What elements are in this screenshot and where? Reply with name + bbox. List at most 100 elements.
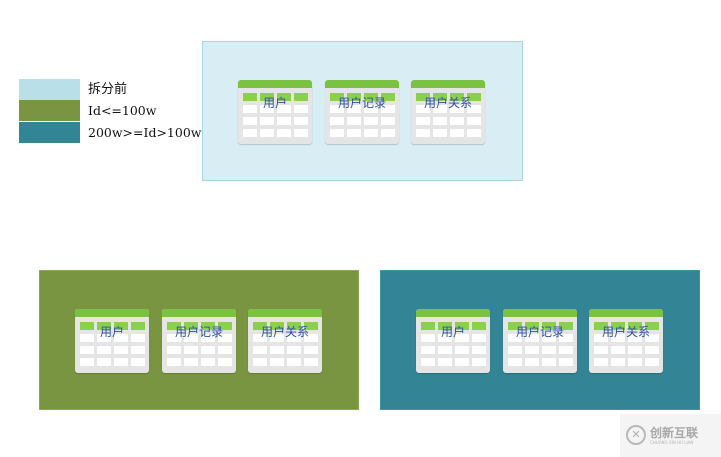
table-header-cell: [472, 322, 486, 330]
table-cell: [80, 358, 94, 366]
table-header-cell: [114, 322, 128, 330]
watermark-subtext: CHUANG XIN HU LIAN: [650, 440, 694, 445]
table-cell: [421, 358, 435, 366]
table-cell: [287, 334, 301, 342]
table-header-cell: [381, 93, 395, 101]
table-cell: [628, 358, 642, 366]
table-label: 用户: [440, 325, 465, 339]
group-shard-1: 用户 用户记录 用户关系: [39, 270, 359, 410]
table-icon: 用户关系: [411, 80, 485, 144]
table-cell: [131, 358, 145, 366]
table-cell: [253, 346, 267, 354]
table-cell: [416, 105, 430, 113]
table-cell: [421, 346, 435, 354]
table-cell: [260, 105, 274, 113]
table-header-cell: [260, 93, 274, 101]
table-cell: [467, 129, 481, 137]
table-cell: [438, 334, 452, 342]
table-cell: [347, 129, 361, 137]
table-cell: [628, 334, 642, 342]
table-cell: [364, 117, 378, 125]
table-cell: [294, 129, 308, 137]
table-cell: [559, 358, 573, 366]
table-cell: [218, 358, 232, 366]
brand-logo-icon: ✕: [626, 425, 646, 445]
legend-swatch-before: [19, 79, 80, 100]
table-header-cell: [277, 93, 291, 101]
table-cell: [433, 105, 447, 113]
table-cell: [97, 334, 111, 342]
table-header-cell: [645, 322, 659, 330]
table-header-cell: [594, 322, 608, 330]
table-header-cell: [131, 322, 145, 330]
table-icon: 用户记录: [325, 80, 399, 144]
table-header-cell: [287, 322, 301, 330]
table-header-cell: [218, 322, 232, 330]
table-header-cell: [294, 93, 308, 101]
table-header-bar: [75, 309, 149, 317]
table-header-cell: [416, 93, 430, 101]
table-cell: [167, 346, 181, 354]
table-header-cell: [201, 322, 215, 330]
table-cell: [347, 105, 361, 113]
table-header-cell: [304, 322, 318, 330]
table-cell: [167, 358, 181, 366]
table-cell: [270, 334, 284, 342]
table-cell: [330, 105, 344, 113]
table-cell: [455, 358, 469, 366]
table-header-cell: [80, 322, 94, 330]
table-label: 用户关系: [260, 325, 309, 339]
table-cell: [260, 117, 274, 125]
table-cell: [294, 105, 308, 113]
table-label: 用户记录: [174, 325, 223, 339]
group-before-split: 用户 用户记录 用户关系: [202, 41, 523, 181]
legend-label-shard-2: 200w>=Id>100w: [88, 125, 202, 140]
table-cell: [184, 358, 198, 366]
table-cell: [304, 358, 318, 366]
table-cell: [525, 334, 539, 342]
table-header-bar: [238, 80, 312, 88]
table-cell: [218, 346, 232, 354]
table-cell: [450, 129, 464, 137]
table-header-cell: [364, 93, 378, 101]
table-header-cell: [184, 322, 198, 330]
table-cell: [277, 129, 291, 137]
table-cell: [97, 346, 111, 354]
table-cell: [594, 334, 608, 342]
table-header-cell: [438, 322, 452, 330]
table-label: 用户记录: [515, 325, 564, 339]
table-cell: [253, 334, 267, 342]
table-cell: [472, 334, 486, 342]
table-cell: [450, 105, 464, 113]
group-shard-2: 用户 用户记录 用户关系: [380, 270, 700, 410]
table-cell: [270, 358, 284, 366]
legend-swatch-shard-1: [19, 100, 80, 121]
table-cell: [347, 117, 361, 125]
legend-label-before: 拆分前: [88, 82, 128, 97]
table-cell: [114, 346, 128, 354]
table-cell: [131, 334, 145, 342]
legend-label-shard-1: Id<=100w: [88, 103, 157, 118]
table-cell: [416, 129, 430, 137]
table-cell: [330, 117, 344, 125]
table-cell: [421, 334, 435, 342]
table-icon: 用户: [416, 309, 490, 373]
table-cell: [243, 129, 257, 137]
table-cell: [253, 358, 267, 366]
table-cell: [364, 129, 378, 137]
table-header-cell: [270, 322, 284, 330]
legend-swatch-shard-2: [19, 122, 80, 143]
table-cell: [594, 346, 608, 354]
table-cell: [433, 117, 447, 125]
table-cell: [287, 346, 301, 354]
table-cell: [542, 358, 556, 366]
table-cell: [304, 334, 318, 342]
table-header-cell: [628, 322, 642, 330]
table-header-cell: [330, 93, 344, 101]
table-header-cell: [97, 322, 111, 330]
table-cell: [455, 346, 469, 354]
table-cell: [450, 117, 464, 125]
table-header-cell: [455, 322, 469, 330]
table-icon: 用户记录: [503, 309, 577, 373]
table-label: 用户关系: [601, 325, 650, 339]
